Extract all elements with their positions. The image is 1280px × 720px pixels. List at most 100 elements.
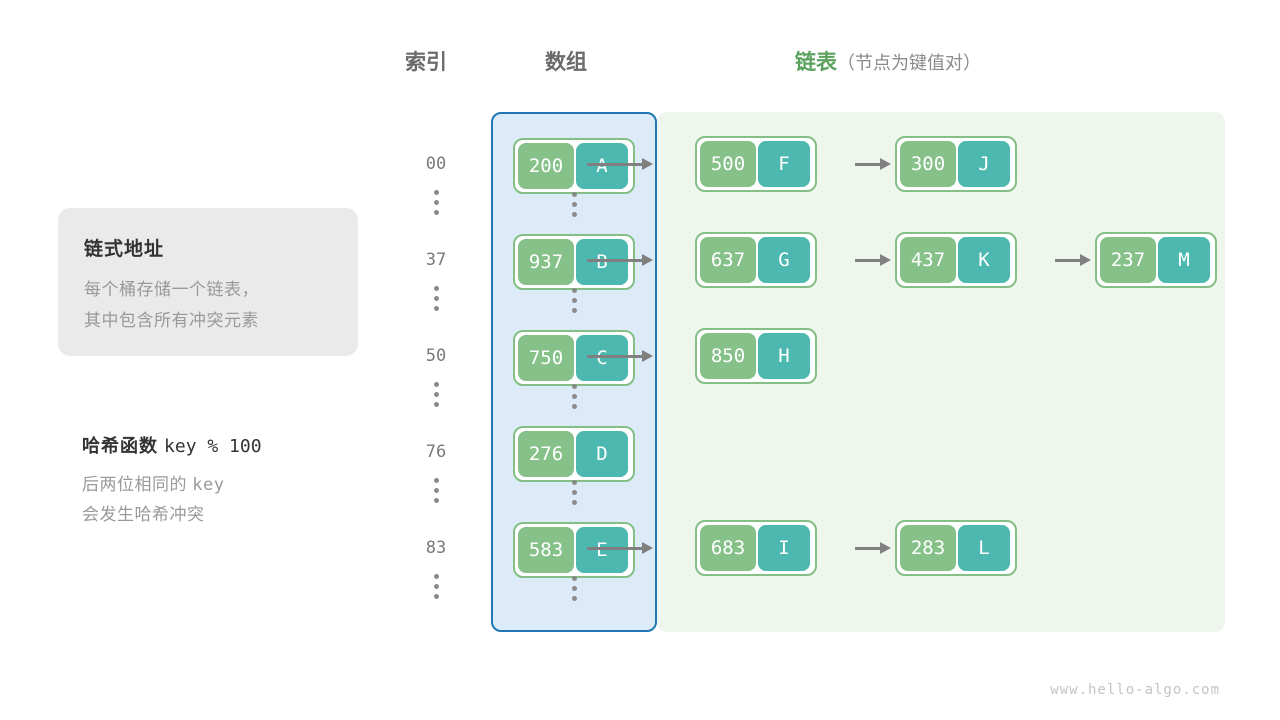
node-value: D — [576, 431, 628, 477]
ellipsis-dot — [571, 500, 577, 505]
node-key: 500 — [700, 141, 756, 187]
node-value: I — [758, 525, 810, 571]
index-label: 00 — [425, 154, 447, 174]
node-value: A — [576, 143, 628, 189]
arrow-shaft — [587, 162, 642, 166]
array-ellipsis — [564, 480, 584, 505]
arrow-shaft — [855, 258, 880, 262]
index-label: 37 — [425, 250, 447, 270]
node-value: J — [958, 141, 1010, 187]
hash-note-line-1: 后两位相同的 key — [82, 470, 412, 500]
ellipsis-dot — [571, 586, 577, 591]
index-ellipsis — [426, 478, 446, 503]
node-key: 237 — [1100, 237, 1156, 283]
arrow-head — [642, 542, 653, 554]
ellipsis-dot — [433, 200, 439, 205]
arrow-shaft — [587, 258, 642, 262]
ellipsis-dot — [433, 392, 439, 397]
index-ellipsis — [426, 190, 446, 215]
hash-function-label: 哈希函数 — [82, 436, 158, 456]
index-label: 76 — [425, 442, 447, 462]
header-array: 数组 — [545, 51, 587, 74]
ellipsis-dot — [433, 306, 439, 311]
ellipsis-dot — [571, 384, 577, 389]
info-card-line-2: 其中包含所有冲突元素 — [84, 311, 259, 330]
info-card-title: 链式地址 — [84, 239, 165, 260]
ellipsis-dot — [433, 296, 439, 301]
array-ellipsis — [564, 384, 584, 409]
ellipsis-dot — [571, 212, 577, 217]
ellipsis-dot — [571, 490, 577, 495]
hash-note-line-1-key: key — [192, 475, 225, 495]
arrow-head — [642, 350, 653, 362]
node-key: 200 — [518, 143, 574, 189]
node-key: 750 — [518, 335, 574, 381]
ellipsis-dot — [433, 594, 439, 599]
node-value: B — [576, 239, 628, 285]
ellipsis-dot — [433, 574, 439, 579]
ellipsis-dot — [433, 478, 439, 483]
ellipsis-dot — [571, 308, 577, 313]
array-ellipsis — [564, 192, 584, 217]
index-label: 50 — [425, 346, 447, 366]
header-linked-list-accent: 链表 — [795, 51, 837, 74]
ellipsis-dot — [433, 286, 439, 291]
node-value: K — [958, 237, 1010, 283]
chain-arrow — [587, 254, 653, 266]
column-headers: 索引 数组 链表（节点为键值对） — [0, 48, 1280, 82]
ellipsis-dot — [571, 394, 577, 399]
node-key: 276 — [518, 431, 574, 477]
ellipsis-dot — [571, 404, 577, 409]
chain-arrow — [587, 350, 653, 362]
arrow-head — [642, 158, 653, 170]
arrow-shaft — [1055, 258, 1080, 262]
ellipsis-dot — [433, 584, 439, 589]
node-key: 937 — [518, 239, 574, 285]
info-card-line-1: 每个桶存储一个链表， — [84, 280, 259, 299]
node-value: G — [758, 237, 810, 283]
arrow-shaft — [855, 546, 880, 550]
arrow-shaft — [587, 546, 642, 550]
ellipsis-dot — [433, 190, 439, 195]
chain-arrow — [1055, 254, 1091, 266]
chain-arrow — [587, 158, 653, 170]
node-key: 850 — [700, 333, 756, 379]
ellipsis-dot — [433, 488, 439, 493]
node-value: E — [576, 527, 628, 573]
node-key: 637 — [700, 237, 756, 283]
arrow-shaft — [855, 162, 880, 166]
node-value: F — [758, 141, 810, 187]
chain-arrow — [587, 542, 653, 554]
index-ellipsis — [426, 382, 446, 407]
index-ellipsis — [426, 286, 446, 311]
arrow-head — [880, 542, 891, 554]
arrow-head — [880, 254, 891, 266]
index-ellipsis — [426, 574, 446, 599]
node-value: C — [576, 335, 628, 381]
array-ellipsis — [564, 288, 584, 313]
arrow-shaft — [587, 354, 642, 358]
info-card-body: 每个桶存储一个链表， 其中包含所有冲突元素 — [84, 274, 259, 336]
ellipsis-dot — [571, 480, 577, 485]
info-card-chaining: 链式地址 每个桶存储一个链表， 其中包含所有冲突元素 — [58, 208, 358, 356]
ellipsis-dot — [433, 210, 439, 215]
node-value: M — [1158, 237, 1210, 283]
hash-function-body: 后两位相同的 key 会发生哈希冲突 — [82, 470, 412, 530]
ellipsis-dot — [433, 382, 439, 387]
ellipsis-dot — [571, 298, 577, 303]
ellipsis-dot — [433, 402, 439, 407]
ellipsis-dot — [571, 596, 577, 601]
